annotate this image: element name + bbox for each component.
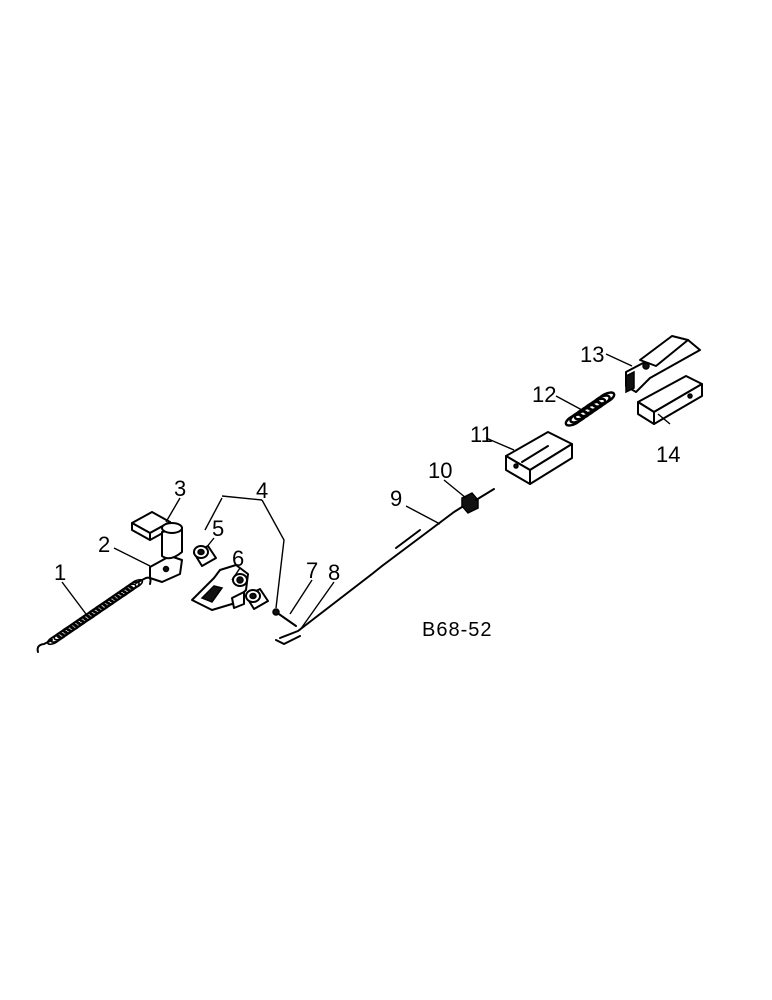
part-8-9-control-rod: [275, 506, 463, 645]
part-11-channel: [505, 431, 573, 485]
callout-6: 6: [232, 546, 244, 571]
part-7-pin: [272, 608, 297, 627]
callout-8: 8: [328, 560, 340, 585]
part-2-bracket: [149, 555, 183, 583]
figure-code: B68-52: [422, 619, 493, 641]
part-5-bushing: [193, 545, 217, 567]
part-13-bracket: [625, 335, 701, 394]
part-14-channel-bracket: [637, 375, 703, 425]
callout-10: 10: [428, 458, 452, 483]
callout-9: 9: [390, 486, 402, 511]
leader-lines: [61, 353, 671, 631]
callout-12: 12: [532, 382, 556, 407]
callout-5: 5: [212, 516, 224, 541]
callout-14: 14: [656, 442, 680, 467]
callout-11: 11: [470, 422, 493, 447]
callout-4: 4: [256, 478, 268, 503]
part-6-lever: [191, 564, 249, 611]
part-3-pivot-pin: [131, 511, 183, 560]
part-10-nut: [461, 488, 495, 514]
part-1-spring: [36, 576, 152, 653]
part-4-bushing: [245, 588, 269, 610]
coil-turn: [596, 391, 616, 405]
callout-3: 3: [174, 476, 186, 501]
callout-13: 13: [580, 342, 604, 367]
part-12-spring: [564, 391, 616, 427]
callout-2: 2: [98, 532, 110, 557]
callout-7: 7: [306, 558, 318, 583]
callout-labels: 1 2 3 4 5 6 7 8 9 10 11 12 13 14: [54, 342, 680, 585]
callout-1: 1: [54, 560, 66, 585]
